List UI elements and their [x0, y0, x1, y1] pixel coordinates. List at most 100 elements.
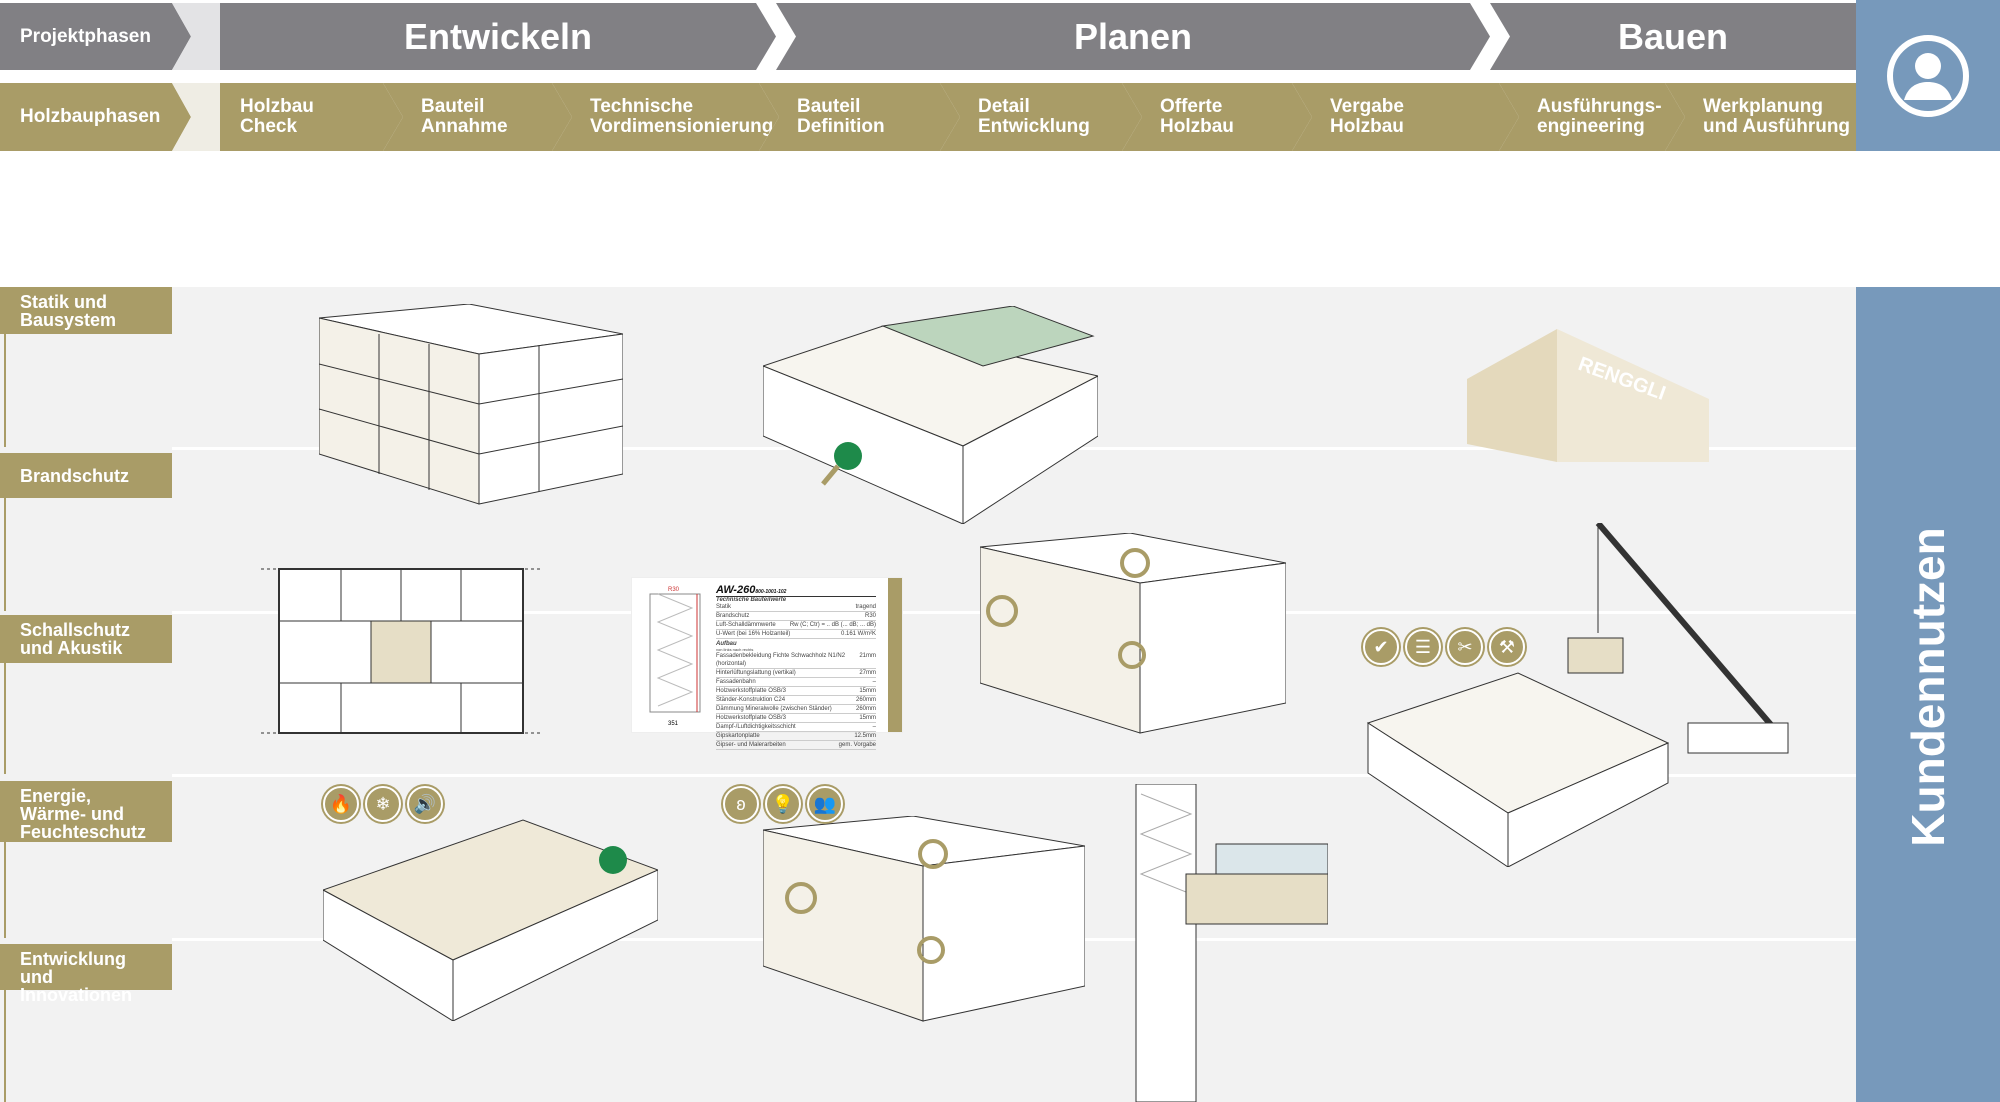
crane-construction-illustration — [1366, 523, 1789, 867]
layer-row-label: Fassadenbahn — [716, 679, 756, 685]
projektphasen-text: Projektphasen — [20, 25, 151, 47]
layer-row: Dampf-/Luftdichtigkeitsschicht – — [716, 723, 876, 732]
width-dim: 351 — [668, 721, 679, 727]
holzbau-step[interactable]: Detail Entwicklung — [940, 83, 1142, 151]
layer-row: Gipskartonplatte 12.5mm — [716, 732, 876, 741]
layer-row-value: 12.5mm — [854, 733, 876, 739]
row-line — [4, 498, 6, 611]
layer-row-label: Gipskartonplatte — [716, 733, 760, 739]
layer-row: Fassadenbekleidung Fichte Schwachholz N1… — [716, 652, 876, 669]
factory-illustration: RENGGLI — [1467, 329, 1709, 462]
value-row-value: 0.161 W/m²K — [840, 631, 876, 637]
build-title: Aufbau — [716, 641, 737, 647]
datasheet-tab — [888, 578, 902, 732]
value-row-value: Rw (C; Ctr) = .. dB (... dB; ... dB) — [789, 622, 876, 628]
user-box[interactable] — [1856, 0, 2000, 151]
layer-row-label: Hinterlüftungslattung (vertikal) — [716, 670, 796, 676]
phase-label: Entwickeln — [403, 15, 593, 57]
layer-row: Fassadenbahn – — [716, 678, 876, 687]
row-schallschutz[interactable]: Schallschutz und Akustik — [0, 615, 172, 663]
row-line — [4, 842, 6, 938]
layer-row: Dämmung Mineralwolle (zwischen Ständer) 2… — [716, 705, 876, 714]
row-line — [4, 990, 6, 1102]
value-row-value: R30 — [864, 613, 876, 619]
exit-sign-icon — [599, 846, 627, 874]
build-sub: von links nach rechts — [716, 647, 754, 652]
layer-row: Holzwerkstoffplatte OSB/3 15mm — [716, 687, 876, 696]
building-energie-illustration — [763, 816, 1085, 1022]
holzbau-step[interactable]: Vergabe Holzbau — [1292, 83, 1519, 151]
layer-row: Ständer-Konstruktion C24 260mm — [716, 696, 876, 705]
section-detail-illustration — [1135, 784, 1328, 1102]
row-line — [4, 334, 6, 447]
building-brandschutz-illustration — [763, 306, 1098, 524]
sound-icon: 🔊 — [407, 786, 443, 822]
layer-row-label: Gipser- und Malerarbeiten — [716, 742, 786, 748]
row-brandschutz[interactable]: Brandschutz — [0, 453, 172, 498]
lightbulb-icon: 💡 — [765, 786, 801, 822]
phase-entwickeln[interactable]: Entwickeln — [220, 3, 776, 70]
wall-section-drawing: R30 351 — [649, 587, 701, 727]
kundennutzen-panel: Kundennutzen — [1856, 287, 2000, 1102]
layer-row-label: Holzwerkstoffplatte OSB/3 — [716, 688, 786, 694]
row-statik[interactable]: Statik und Bausystem — [0, 287, 172, 334]
layer-row-value: 260mm — [855, 706, 876, 712]
layer-row-label: Holzwerkstoffplatte OSB/3 — [716, 715, 786, 721]
layer-row-value: 21mm — [859, 653, 876, 659]
value-row-value: tragend — [855, 604, 876, 610]
layer-row-label: Ständer-Konstruktion C24 — [716, 697, 786, 703]
people-icon: 👥 — [807, 786, 843, 822]
building-schallschutz-illustration — [980, 533, 1286, 734]
holzbauphasen-text: Holzbauphasen — [20, 106, 161, 127]
ear-icon: ʚ — [723, 786, 759, 822]
holzbau-step[interactable]: Werkplanung und Ausführung — [1665, 83, 1856, 151]
phase-planen[interactable]: Planen — [776, 3, 1490, 70]
component-datasheet[interactable]: R30 351 AW-260800-1001-102 Technische Ba… — [631, 577, 903, 750]
layer-row: Hinterlüftungslattung (vertikal) 27mm — [716, 669, 876, 678]
value-row-label: Luft-Schalldämmwerte — [716, 622, 776, 628]
row-energie[interactable]: Energie, Wärme- und Feuchteschutz — [0, 781, 172, 842]
phase-label: Planen — [1073, 15, 1193, 57]
list-icon: ☰ — [1405, 629, 1441, 665]
value-row: Luft-Schalldämmwerte Rw (C; Ctr) = .. dB … — [716, 621, 876, 630]
phase-bauen[interactable]: Bauen — [1490, 3, 1856, 70]
value-row-label: U-Wert (bei 16% Holzanteil) — [716, 631, 791, 637]
fire-tag: R30 — [668, 587, 680, 593]
row-line — [4, 663, 6, 774]
layer-row-value: 27mm — [859, 670, 876, 676]
holzbau-step[interactable]: Holzbau Check — [220, 83, 403, 151]
holzbau-step[interactable]: Technische Vordimensionierung — [552, 83, 779, 151]
holzbauphasen-label: Holzbauphasen — [0, 83, 191, 151]
holzbau-step[interactable]: Bauteil Definition — [759, 83, 960, 151]
row-divider — [172, 774, 1856, 777]
layer-row-value: – — [872, 679, 876, 685]
layer-row-label: Fassadenbekleidung Fichte Schwachholz N1… — [716, 653, 846, 667]
projektphasen-label: Projektphasen — [0, 3, 191, 70]
layer-row-value: gem. Vorgabe — [838, 742, 876, 748]
layer-row-label: Dampf-/Luftdichtigkeitsschicht — [716, 724, 796, 730]
building-statik-illustration — [319, 304, 623, 505]
value-row: U-Wert (bei 16% Holzanteil) 0.161 W/m²K — [716, 630, 876, 639]
kundennutzen-label: Kundennutzen — [1902, 527, 1954, 847]
holzbau-step[interactable]: Offerte Holzbau — [1122, 83, 1312, 151]
holzbau-step[interactable]: Bauteil Annahme — [383, 83, 572, 151]
section-title: Technische Bauteilwerte — [716, 596, 876, 603]
snowflake-icon: ❄ — [365, 786, 401, 822]
exit-sign-icon — [834, 442, 862, 470]
layer-row-value: – — [872, 724, 876, 730]
floor-plan-illustration — [261, 568, 543, 734]
holzbau-step[interactable]: Ausführungs- engineering — [1499, 83, 1685, 151]
layer-row-label: Dämmung Mineralwolle (zwischen Ständer) — [716, 706, 832, 712]
crane-icon: ⚒ — [1489, 629, 1525, 665]
layer-row-value: 15mm — [859, 715, 876, 721]
datasheet-code: 800-1001-102 — [755, 589, 787, 595]
user-circle-icon — [1887, 34, 1969, 117]
value-row-label: Statik — [716, 604, 732, 610]
layer-row-value: 15mm — [859, 688, 876, 694]
layer-row: Gipser- und Malerarbeiten gem. Vorgabe — [716, 741, 876, 750]
floorplan-3d-illustration — [323, 819, 658, 1021]
phase-label: Bauen — [1617, 15, 1729, 57]
row-entwicklung[interactable]: Entwicklung und Innovationen — [0, 944, 172, 1004]
layer-row-value: 260mm — [855, 697, 876, 703]
